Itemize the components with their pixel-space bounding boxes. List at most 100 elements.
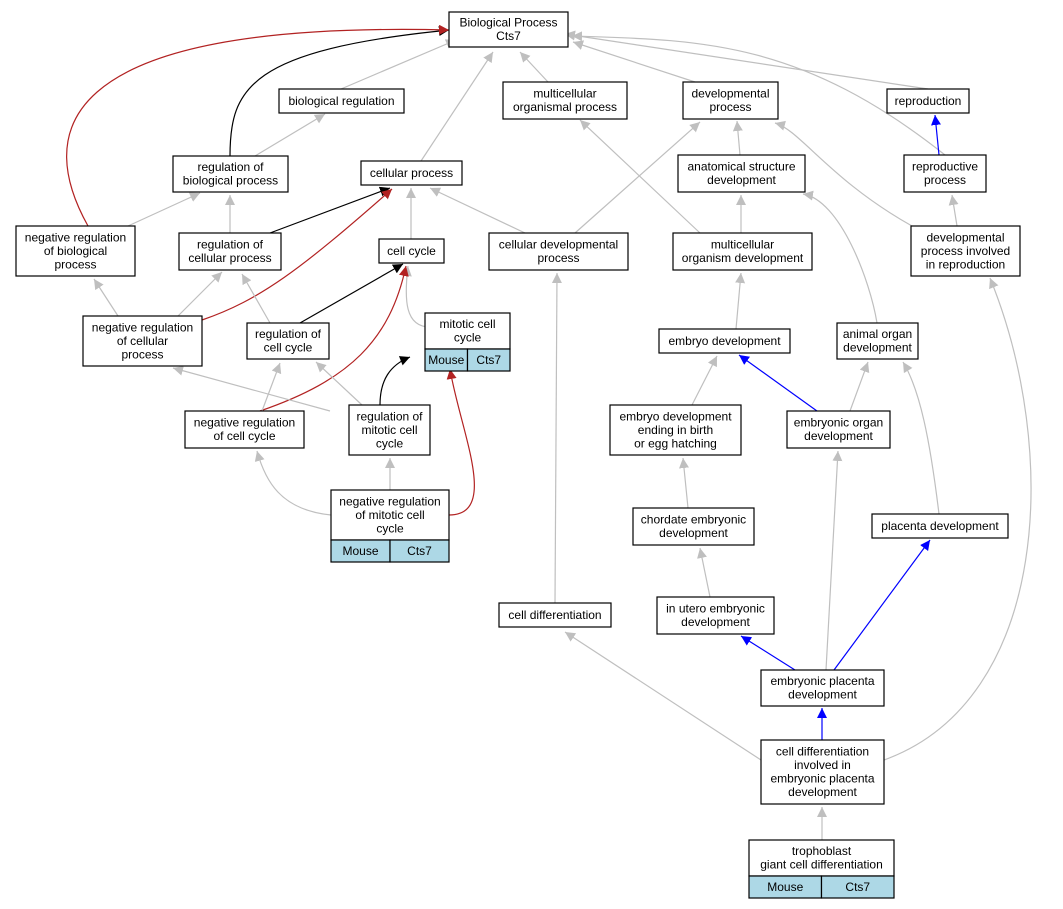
node-label-line: development xyxy=(681,615,750,629)
node-label-line: developmental xyxy=(926,230,1004,244)
node-label-line: embryo development xyxy=(668,334,781,348)
node-box xyxy=(871,513,1009,539)
node-label-line: mitotic cell xyxy=(361,423,417,437)
node-label-line: development xyxy=(788,785,857,799)
gene-label: Cts7 xyxy=(476,353,501,367)
node-label-line: regulation of xyxy=(197,160,264,174)
node-label-line: cellular process xyxy=(370,166,453,180)
node-label-line: development xyxy=(707,173,776,187)
edge-negative_regulation_of_cell_cycle-to-regulation_of_cell_cycle xyxy=(172,365,331,412)
node-box xyxy=(903,154,987,193)
node-cell_differentiation[interactable]: cell differentiation xyxy=(498,602,612,628)
node-label-line: cycle xyxy=(376,521,404,535)
node-box xyxy=(760,669,885,707)
edge-multicellular_organismal_process-to-bp xyxy=(519,51,549,83)
node-box xyxy=(488,232,629,271)
node-label-line: embryonic placenta xyxy=(770,772,874,786)
edge-embryonic_placenta_development-to-placenta_development xyxy=(833,539,931,671)
edge-embryo_development-to-multicellular_organism_development xyxy=(735,272,746,330)
edge-embryonic_placenta_development-to-in_utero_embryonic_development xyxy=(740,635,796,671)
node-box xyxy=(836,322,919,360)
node-label-line: cycle xyxy=(454,331,482,345)
node-placenta_development[interactable]: placenta development xyxy=(871,513,1009,539)
node-label-line: cellular process xyxy=(188,251,271,265)
node-cellular_process[interactable]: cellular process xyxy=(360,160,463,186)
node-label-line: cell differentiation xyxy=(508,608,601,622)
node-reproduction[interactable]: reproduction xyxy=(886,88,970,114)
node-label-line: process xyxy=(709,100,751,114)
edge-regulation_of_cellular_process-to-cellular_process xyxy=(269,186,391,234)
node-box xyxy=(502,81,628,120)
node-label-line: development xyxy=(804,429,873,443)
node-label-line: involved in xyxy=(794,758,851,772)
edge-embryo_development_ending_in_birth-to-embryo_development xyxy=(691,355,718,406)
node-box xyxy=(448,11,569,48)
node-box xyxy=(748,839,895,877)
gene-cell xyxy=(389,539,450,563)
node-embryo_development[interactable]: embryo development xyxy=(658,328,791,354)
node-label-line: multicellular xyxy=(711,238,774,252)
edge-regulation_of_mitotic_cell_cycle-to-regulation_of_cell_cycle xyxy=(315,361,363,406)
node-cell_cycle[interactable]: cell cycle xyxy=(378,238,445,264)
node-box xyxy=(360,160,463,186)
node-label-line: animal organ xyxy=(843,327,912,341)
node-label-line: negative regulation xyxy=(339,494,440,508)
node-label-line: giant cell differentiation xyxy=(760,858,883,872)
edge-reproductive_process-to-bp xyxy=(571,31,946,156)
edge-anatomical_structure_development-to-developmental_process xyxy=(732,120,743,156)
node-label-line: embryo development xyxy=(619,409,732,423)
node-label-line: regulation of xyxy=(197,238,264,252)
node-box xyxy=(348,404,431,456)
node-box xyxy=(498,602,612,628)
gene-cell xyxy=(466,348,511,372)
node-label-line: development xyxy=(788,688,857,702)
edge-in_utero_embryonic_development-to-chordate_embryonic_development xyxy=(697,547,711,598)
node-box xyxy=(658,328,791,354)
node-label-line: or egg hatching xyxy=(634,436,717,450)
node-label-line: cellular developmental xyxy=(499,238,618,252)
node-label-line: negative regulation xyxy=(25,230,126,244)
edge-animal_organ_development-to-anatomical_structure_development xyxy=(802,190,878,324)
node-box xyxy=(609,404,742,456)
edge-cell_differentiation-to-cellular_developmental_process xyxy=(551,272,562,604)
edge-cellular_developmental_process-to-developmental_process xyxy=(574,121,701,234)
node-label-line: chordate embryonic xyxy=(641,513,746,527)
node-label-line: organism development xyxy=(682,251,804,265)
node-label-line: negative regulation xyxy=(92,320,193,334)
node-label-line: mitotic cell xyxy=(439,317,495,331)
edge-biological_regulation-to-bp xyxy=(340,39,457,90)
node-label-line: process xyxy=(924,173,966,187)
node-label-line: reproductive xyxy=(912,160,978,174)
node-box xyxy=(15,225,136,277)
node-biological_regulation[interactable]: biological regulation xyxy=(278,88,405,114)
node-label-line: development xyxy=(659,526,728,540)
node-label-line: multicellular xyxy=(533,87,596,101)
edge-negative_regulation_of_cell_cycle-to-cell_cycle xyxy=(259,265,409,412)
